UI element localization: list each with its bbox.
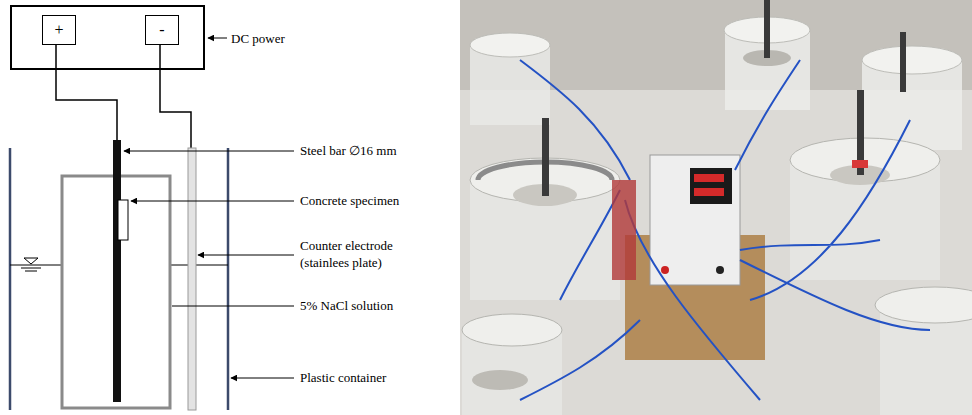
terminal: [661, 266, 669, 274]
terminal-sign: -: [146, 16, 178, 44]
power-supply: [650, 155, 740, 285]
photo-bucket: [724, 0, 810, 110]
gauge: [118, 200, 128, 240]
photo-wires: [520, 60, 930, 400]
bucket-rim: [875, 287, 972, 323]
leader-arrow: [198, 255, 294, 256]
clip-row: [612, 180, 636, 280]
terminal: [716, 266, 724, 274]
power-display: [690, 168, 732, 204]
water-level: [10, 265, 62, 266]
terminal-box: -: [145, 15, 179, 45]
part-label: Counter electrode (stainlees plate): [300, 238, 418, 272]
part-label: Steel bar ∅16 mm: [300, 143, 397, 160]
container-wall: [227, 148, 230, 410]
wire: [160, 45, 191, 148]
display-digits: [694, 188, 724, 196]
leader-line: [172, 306, 294, 307]
node-heading: DC power: [231, 31, 285, 47]
terminal-sign: +: [43, 16, 75, 44]
bucket-rim: [462, 314, 562, 346]
photo-bucket: [470, 33, 550, 125]
water-symbol: [21, 268, 41, 269]
wire: [56, 45, 117, 140]
counter-electrode: [188, 148, 196, 410]
photo-bucket: [862, 32, 962, 150]
container-wall: [9, 148, 12, 410]
bucket-rim: [470, 33, 550, 57]
photo-background: [460, 0, 972, 415]
power-supply-box: DC power+-: [10, 5, 205, 70]
part-label: Plastic container: [300, 370, 386, 387]
leader-arrow: [124, 151, 294, 152]
display-digits: [694, 174, 724, 182]
terminal-box: +: [42, 15, 76, 45]
photo-steel-bar: [900, 32, 906, 92]
photo-bucket: [462, 314, 562, 415]
photo-bucket: [790, 90, 940, 280]
leader-arrow: [208, 38, 227, 39]
bucket-body: [470, 180, 620, 300]
leader-arrow: [231, 378, 294, 379]
steel-bar: [113, 140, 121, 402]
photo-steel-bar: [542, 118, 549, 196]
bucket-rim: [862, 46, 962, 74]
water-symbol: [25, 271, 37, 272]
part-label: 5% NaCl solution: [300, 298, 393, 315]
photo-steel-bar: [764, 0, 770, 58]
concrete-cylinder: [472, 370, 528, 390]
photo-bucket: [875, 287, 972, 415]
part-label: Concrete specimen: [300, 193, 399, 210]
water-symbol: [24, 258, 38, 264]
water-level: [170, 265, 228, 266]
photo-bucket: [470, 118, 620, 300]
leader-arrow: [131, 201, 294, 202]
red-tape: [852, 160, 868, 168]
